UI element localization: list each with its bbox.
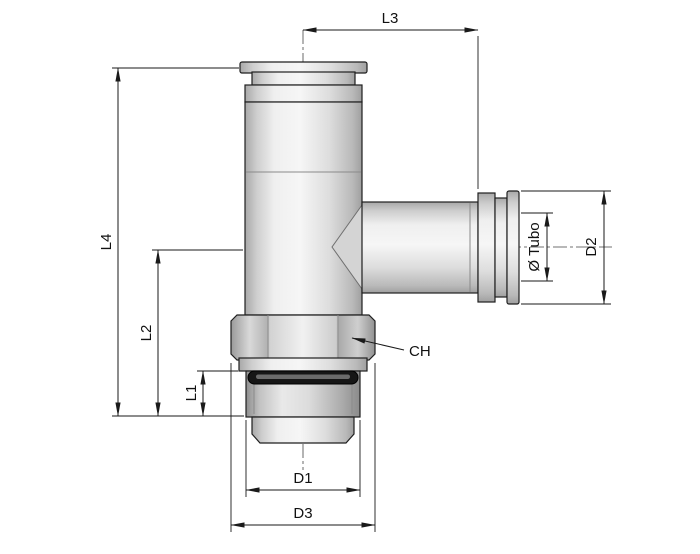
top-cap-ring [244,84,363,103]
dimensions: L3 L4 L2 L1 D1 [98,10,611,532]
dim-label-d2: D2 [583,237,600,256]
dim-label-l2: L2 [138,325,155,342]
top-flange [239,61,368,74]
side-flange [506,190,520,305]
hex-nut [230,314,376,361]
callout-ch: CH [351,337,431,360]
side-body [361,201,479,294]
top-port [239,61,368,316]
dimension-l1: L1 [183,370,238,417]
d2-extension-lines [521,190,611,305]
dimension-l4: L4 [98,67,244,417]
dim-label-ch: CH [409,343,431,360]
dim-label-d3: D3 [293,505,312,522]
fitting-body [230,61,520,444]
top-release-collar [251,71,356,86]
o-ring [247,370,359,385]
stud-tip [251,416,355,444]
side-cap-ring [477,192,496,303]
side-port [361,190,520,305]
washer [238,357,368,372]
hex-nut-body [230,314,376,361]
dim-label-l4: L4 [98,234,115,251]
ch-leader-line [351,337,405,351]
o-ring-highlight [256,374,350,379]
dimension-d2: D2 [521,190,611,305]
dim-label-tubo: Ø Tubo [526,222,543,271]
dimension-d3: D3 [230,363,376,532]
hex-facet-lines [267,315,339,360]
dimension-d1: D1 [245,420,361,497]
dimension-tubo: Ø Tubo [521,212,553,282]
dim-label-l3: L3 [382,10,399,27]
junction-shading [332,205,362,289]
d1-extension-lines [245,420,361,497]
junction-cone-lines [331,204,363,290]
junction [331,204,363,290]
dimension-l2: L2 [138,249,243,417]
dim-label-l1: L1 [183,385,200,402]
vertical-body [244,101,363,316]
dimension-l3: L3 [302,10,479,189]
dim-label-d1: D1 [293,470,312,487]
d3-extension-lines [230,363,376,532]
side-release-collar [494,197,508,298]
